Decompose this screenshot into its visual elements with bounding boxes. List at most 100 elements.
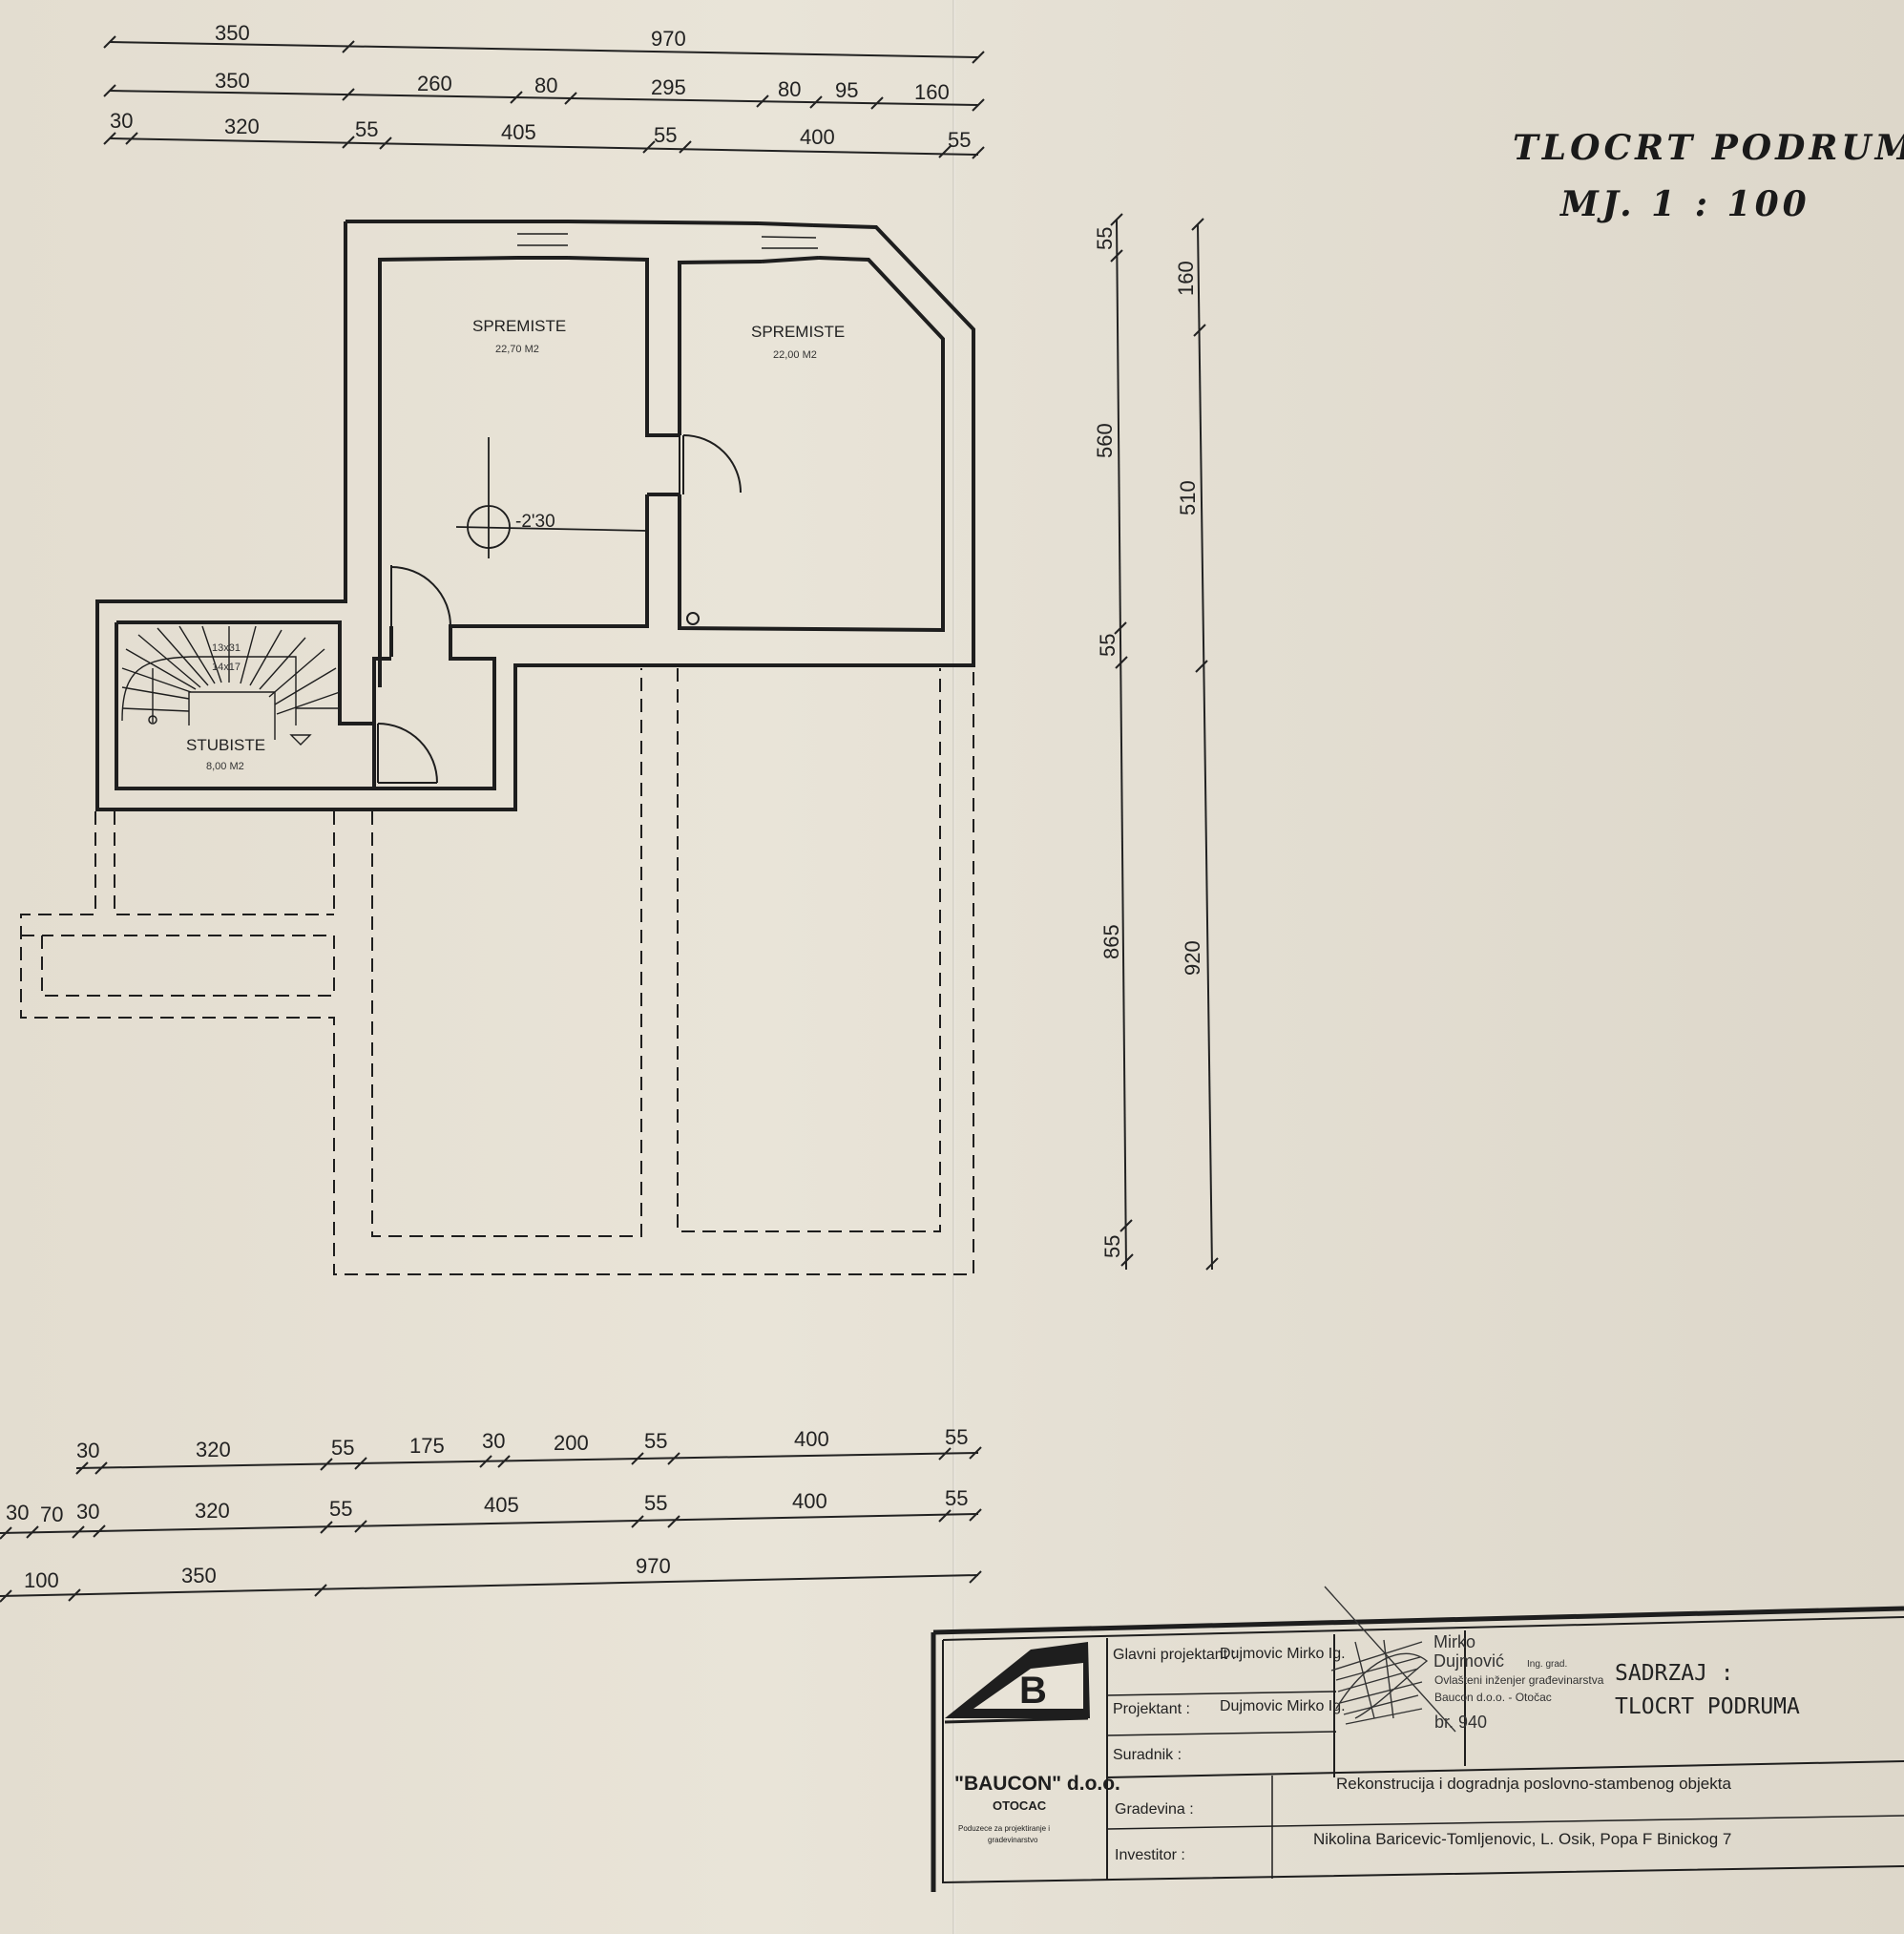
dim-label: 320 [224,115,260,138]
walls [95,220,975,811]
dim-label: 160 [1174,261,1198,296]
dim-label: 160 [914,80,950,104]
dim-label: 405 [501,120,536,144]
projektant-label: Projektant : [1113,1701,1190,1717]
dim-label: 920 [1181,940,1204,976]
stamp-text: Mirko [1433,1632,1475,1651]
dim-label: 30 [76,1500,99,1524]
dim-label: 970 [651,27,686,51]
dim-label: 400 [800,125,835,149]
dim-label: 350 [215,69,250,93]
dim-label: 200 [554,1431,589,1455]
level-mark-label: -2'30 [515,512,555,532]
top-dim-row1-labels: 350 970 [215,21,686,51]
dim-label: 70 [40,1503,63,1526]
sadrzaj-value: TLOCRT PODRUMA [1615,1694,1800,1719]
dim-label: 55 [945,1486,968,1510]
stamp-text: Ing. grad. [1527,1659,1567,1670]
company-desc: gradevinarstvo [988,1836,1038,1844]
dim-label: 175 [409,1434,445,1458]
dim-label: 55 [1096,634,1119,657]
dim-label: 320 [196,1438,231,1461]
room-name: SPREMISTE [472,317,566,335]
windows [517,233,818,249]
gradevina-label: Gradevina : [1115,1801,1194,1818]
dim-label: 55 [329,1497,352,1521]
company-name: "BAUCON" d.o.o. [954,1773,1120,1795]
bottom-dimensions [0,1452,979,1597]
dim-label: 95 [835,78,858,102]
dim-label: 55 [1093,227,1117,250]
room-area: 8,00 M2 [206,761,244,772]
dim-label: 865 [1099,924,1123,959]
glavni-projektant-value: Dujmovic Mirko Ig. [1220,1646,1346,1662]
dim-label: 100 [24,1568,59,1592]
top-dimensions [109,41,979,156]
dim-label: 55 [644,1429,667,1453]
paper-fold [952,0,955,1934]
dim-label: 260 [417,72,452,95]
top-dimension-ticks [103,35,985,159]
top-dim-row2-labels: 350 260 80 295 80 95 160 [215,69,950,104]
bottom-dim-row3-labels: 100 350 970 [24,1554,671,1592]
staircase [121,625,341,746]
baucon-logo-icon: B [944,1642,1090,1724]
dim-label: 320 [195,1499,230,1523]
dim-label: 400 [794,1427,829,1451]
dim-label: 55 [1100,1235,1124,1258]
gradevina-value: Rekonstrucija i dogradnja poslovno-stamb… [1336,1775,1731,1793]
stamp-text: Dujmović [1433,1651,1504,1671]
dim-label: 30 [482,1429,505,1453]
dim-label: 55 [948,128,971,152]
dashed-outline [20,668,974,1275]
dim-label: 30 [76,1439,99,1462]
stair-start-mark [148,715,157,725]
stair-label: 14x17 [212,662,241,673]
company-desc: Poduzece za projektiranje i [958,1824,1050,1833]
sadrzaj-label: SADRZAJ : [1615,1661,1734,1686]
dim-label: 560 [1093,423,1117,458]
dim-label: 80 [778,77,801,101]
right-dimensions [1116,219,1213,1271]
investitor-value: Nikolina Baricevic-Tomljenovic, L. Osik,… [1313,1830,1731,1848]
drawing-title: TLOCRT PODRUMA [1513,128,1904,168]
door-swings [373,434,742,784]
bottom-dimension-ticks [0,1446,982,1603]
dim-label: 295 [651,75,686,99]
dim-label: 510 [1176,480,1200,515]
room-name: SPREMISTE [751,323,845,341]
dim-label: 350 [181,1564,217,1587]
column-mark [686,612,700,625]
level-marker [455,437,648,558]
drawing-scale: MJ. 1 : 100 [1559,184,1810,224]
room-area: 22,00 M2 [773,349,817,361]
bottom-dim-row2-labels: 30 70 30 320 55 405 55 400 55 [6,1486,968,1526]
dim-label: 55 [331,1436,354,1460]
svg-text:B: B [1019,1670,1047,1712]
room-labels: SPREMISTE 22,70 M2 SPREMISTE 22,00 M2 ST… [186,317,845,772]
bottom-dim-row1-labels: 30 320 55 175 30 200 55 400 55 [76,1425,968,1462]
investitor-label: Investitor : [1115,1847,1185,1863]
title-block [931,1606,1904,1892]
glavni-projektant-label: Glavni projektant : [1113,1647,1236,1663]
dim-label: 400 [792,1489,827,1513]
company-city: OTOCAC [993,1798,1047,1813]
dim-label: 405 [484,1493,519,1517]
dim-label: 970 [636,1554,671,1578]
right-dim-col2-labels: 160 510 920 [1174,261,1204,976]
right-dim-col1-labels: 55 560 55 865 55 [1093,227,1124,1258]
stamp-text: br. 940 [1434,1713,1487,1732]
room-area: 22,70 M2 [495,344,539,355]
projektant-value: Dujmovic Mirko Ig. [1220,1698,1346,1714]
dim-label: 55 [654,123,677,147]
stamp-text: Ovlašteni inženjer građevinarstva [1434,1673,1604,1687]
suradnik-label: Suradnik : [1113,1747,1182,1763]
dim-label: 55 [945,1425,968,1449]
stamp-text: Baucon d.o.o. - Otočac [1434,1691,1552,1704]
signature-stamp [1324,1586,1456,1733]
dim-label: 30 [6,1501,29,1524]
right-dimension-ticks [1110,213,1219,1271]
dim-label: 350 [215,21,250,45]
top-dim-row3-labels: 30 320 55 405 55 400 55 [110,109,971,152]
